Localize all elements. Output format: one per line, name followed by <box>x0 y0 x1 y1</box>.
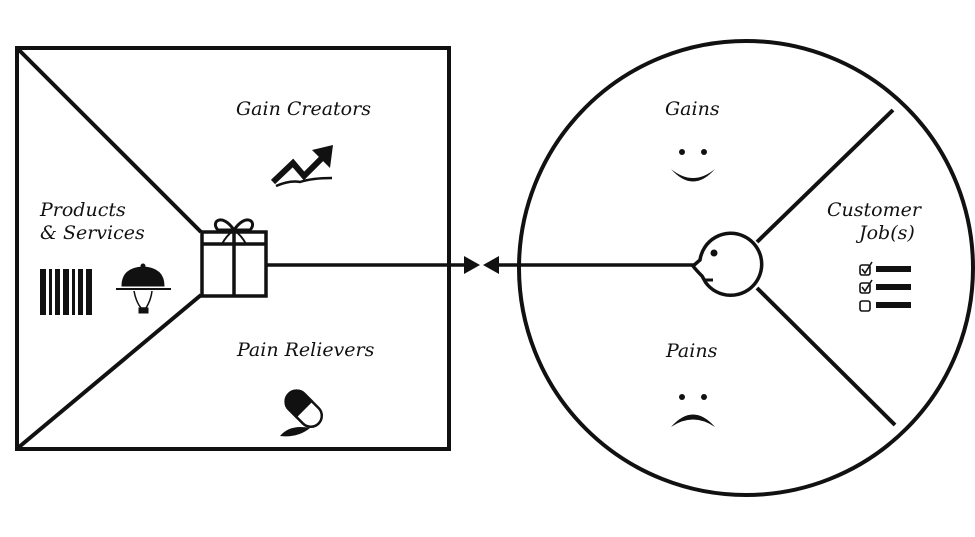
divider-lower <box>755 286 897 427</box>
divider-bottom <box>17 293 203 449</box>
pain-relievers-label: Pain Relievers <box>237 339 375 361</box>
divider-top <box>17 48 203 234</box>
arrow-left-icon <box>483 256 499 274</box>
gain-creators-label: Gain Creators <box>236 98 371 120</box>
pains-label: Pains <box>666 340 718 362</box>
customer-head-icon <box>690 231 764 298</box>
frown-face-icon <box>671 394 715 427</box>
customer-profile <box>517 39 975 497</box>
checklist-icon <box>859 261 911 312</box>
pill-capsule-icon <box>280 389 324 437</box>
value-map <box>15 46 451 451</box>
fit-connector <box>266 256 695 274</box>
gains-label: Gains <box>665 98 720 120</box>
products-services-label-line2: & Services <box>40 222 145 244</box>
products-services-label-line1: Products <box>40 199 126 221</box>
customer-jobs-label-line1: Customer <box>827 199 921 221</box>
arrow-right-icon <box>464 256 480 274</box>
customer-profile-frame <box>517 39 975 497</box>
gift-box-icon <box>200 218 268 298</box>
serving-cloche-icon <box>116 263 171 314</box>
barcode-icon <box>40 269 92 315</box>
value-map-frame <box>15 46 451 451</box>
smile-face-icon <box>671 149 715 182</box>
customer-jobs-label-line2: Job(s) <box>859 222 915 244</box>
trending-up-arrow-icon <box>270 145 333 188</box>
divider-upper <box>755 108 895 244</box>
